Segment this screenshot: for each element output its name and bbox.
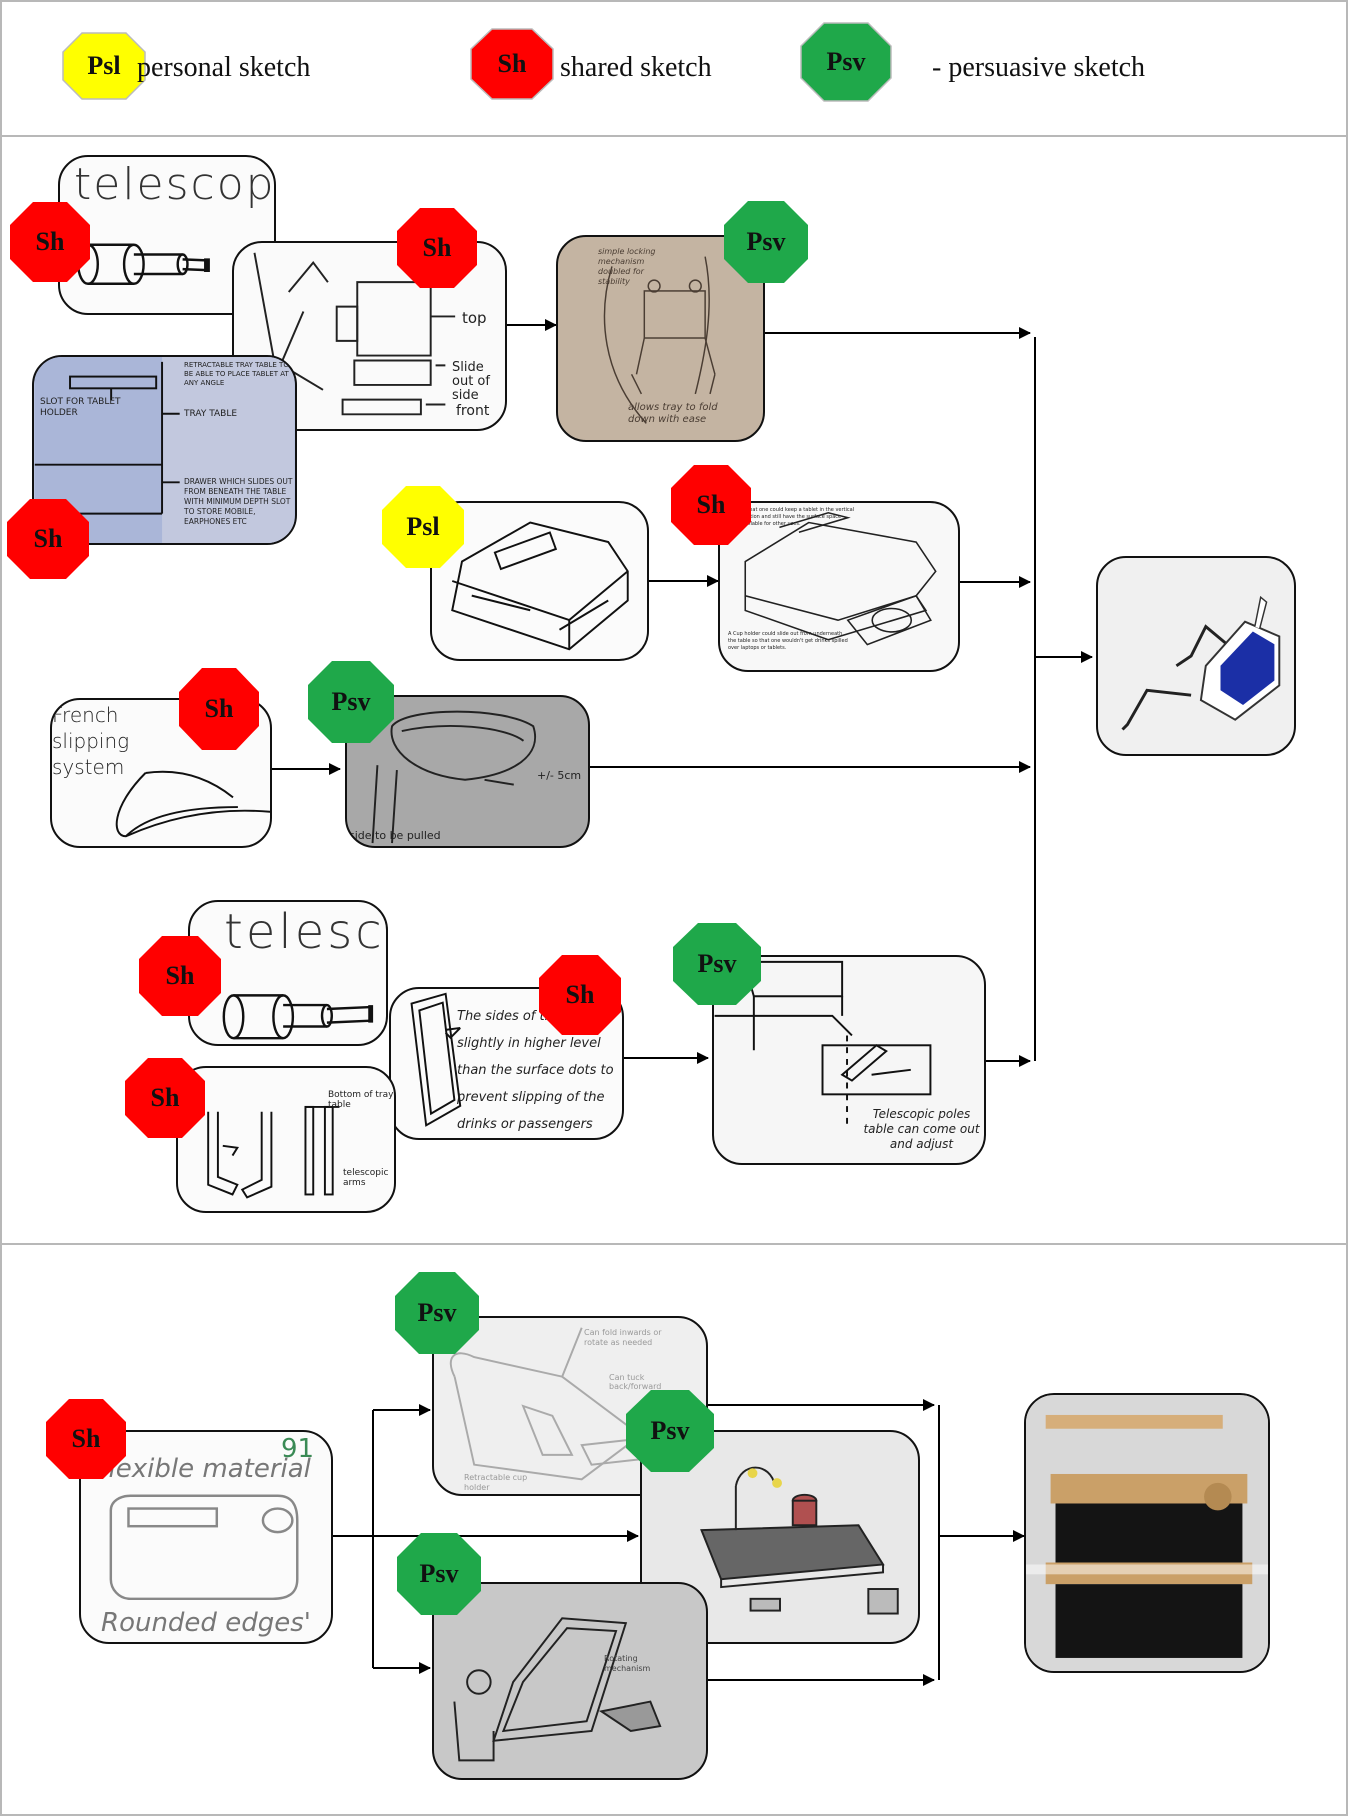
badge-psv-5-label: Psv [650,1416,690,1445]
badge-sh-8-label: Sh [150,1083,180,1112]
badge-psl-1-label: Psl [406,512,440,541]
telescopic-handwriting: telescopic [74,159,276,210]
badge-sh-3-label: Sh [33,524,63,553]
badge-sh-2: Sh [396,207,478,289]
badge-sh-1-label: Sh [35,227,65,256]
badge-psv-6: Psv [396,1532,482,1616]
badge-psv-1-label: Psv [746,227,786,256]
telescopic-handwriting-2: telesco [224,904,386,960]
sketch-flexible-material: flexible material 91 Rounded edges' [79,1430,333,1644]
badge-sh-4: Sh [670,464,752,546]
rounded-label: Rounded edges' [101,1608,311,1638]
badge-psv-1: Psv [723,200,809,284]
legend-psv-text: - persuasive sketch [932,52,1146,83]
badge-psv-4: Psv [394,1271,480,1355]
blue-slot-label: SLOT FOR TABLET HOLDER [40,397,121,418]
badge-sh-7: Sh [538,954,622,1036]
legend-psl-label: Psl [87,51,121,80]
five-cm-label: +/- 5cm [537,769,582,782]
badge-sh-7-label: Sh [565,980,595,1009]
blue-drawer-label: DRAWER WHICH SLIDES OUT FROM BENEATH THE… [184,477,293,526]
retractable-label: Retractable cup holder [464,1473,528,1492]
pulled-label: side to be pulled [349,829,441,842]
tray-top-label: top [462,309,487,327]
badge-sh-8: Sh [124,1057,206,1139]
rotate-mech-label: Rotating mechanism [604,1654,651,1673]
num-91-label: 91 [281,1434,315,1464]
can-tuck-label: Can tuck back/forward [609,1373,662,1391]
badge-psv-6-label: Psv [419,1559,459,1588]
flexible-label: flexible material [99,1454,311,1484]
badge-psv-3: Psv [672,922,762,1006]
sketch-tablet-slot [430,501,649,661]
blue-tray-label: TRAY TABLE [184,409,238,419]
badge-psv-2-label: Psv [331,687,371,716]
tray-front-label: front [456,403,490,419]
brown-allows: allows tray to fold down with ease [628,402,718,425]
legend-psv-badge: Psv [800,22,892,102]
badge-sh-3: Sh [6,498,90,580]
cup-note-top: so that one could keep a tablet in the v… [740,507,855,527]
sketch-brown-mechanism: simple locking mechanism doubled for sta… [556,235,765,442]
sketch-telescopic-top: telescopic [58,155,276,315]
badge-sh-6-label: Sh [165,961,195,990]
sketch-telescopic-arms: Bottom of tray table telescopic arms [176,1066,396,1213]
french-label: French slipping system [52,703,130,779]
sketch-cup-holder: so that one could keep a tablet in the v… [718,501,960,672]
sketch-telescopic-bottom: telesco [188,900,388,1046]
final-product-render [1096,556,1296,756]
legend-panel [0,0,1348,137]
badge-sh-4-label: Sh [696,490,726,519]
legend-psl-text: personal sketch [137,52,311,83]
badge-psv-5: Psv [625,1389,715,1473]
badge-sh-6: Sh [138,935,222,1017]
cup-note-bottom: A Cup holder could slide out from undern… [728,631,848,651]
sketch-french-slipping: French slipping system [50,698,272,848]
legend-sh-label: Sh [497,49,527,78]
sketch-telescopic-poles: Telescopic poles table can come out and … [712,955,986,1165]
badge-psv-2: Psv [307,660,395,744]
blue-retract-label: RETRACTABLE TRAY TABLE TO BE ABLE TO PLA… [184,361,289,387]
sketch-tablet-stand: Rotating mechanism [432,1582,708,1780]
can-fold-label: Can fold inwards or rotate as needed [584,1328,662,1347]
brown-notes: simple locking mechanism doubled for sta… [598,247,656,286]
badge-sh-1: Sh [9,201,91,283]
tele-arms-label: telescopic arms [343,1168,389,1188]
badge-psl-1: Psl [381,485,465,569]
legend-sh-badge: Sh [470,28,554,100]
bottom-tray-label: Bottom of tray table [328,1090,394,1110]
final-prototype-photo [1024,1393,1270,1673]
badge-sh-5-label: Sh [204,694,234,723]
badge-sh-9: Sh [45,1398,127,1480]
tray-slide-label: Slide out of side [452,360,490,403]
badge-sh-9-label: Sh [71,1424,101,1453]
legend-psv-label: Psv [826,47,866,76]
badge-sh-5: Sh [178,667,260,751]
legend-psl-badge: Psl [62,32,146,100]
badge-sh-2-label: Sh [422,233,452,262]
badge-psv-4-label: Psv [417,1298,457,1327]
badge-psv-3-label: Psv [697,949,737,978]
legend-sh-text: shared sketch [560,52,712,83]
tele-poles-label: Telescopic poles table can come out and … [863,1107,980,1151]
